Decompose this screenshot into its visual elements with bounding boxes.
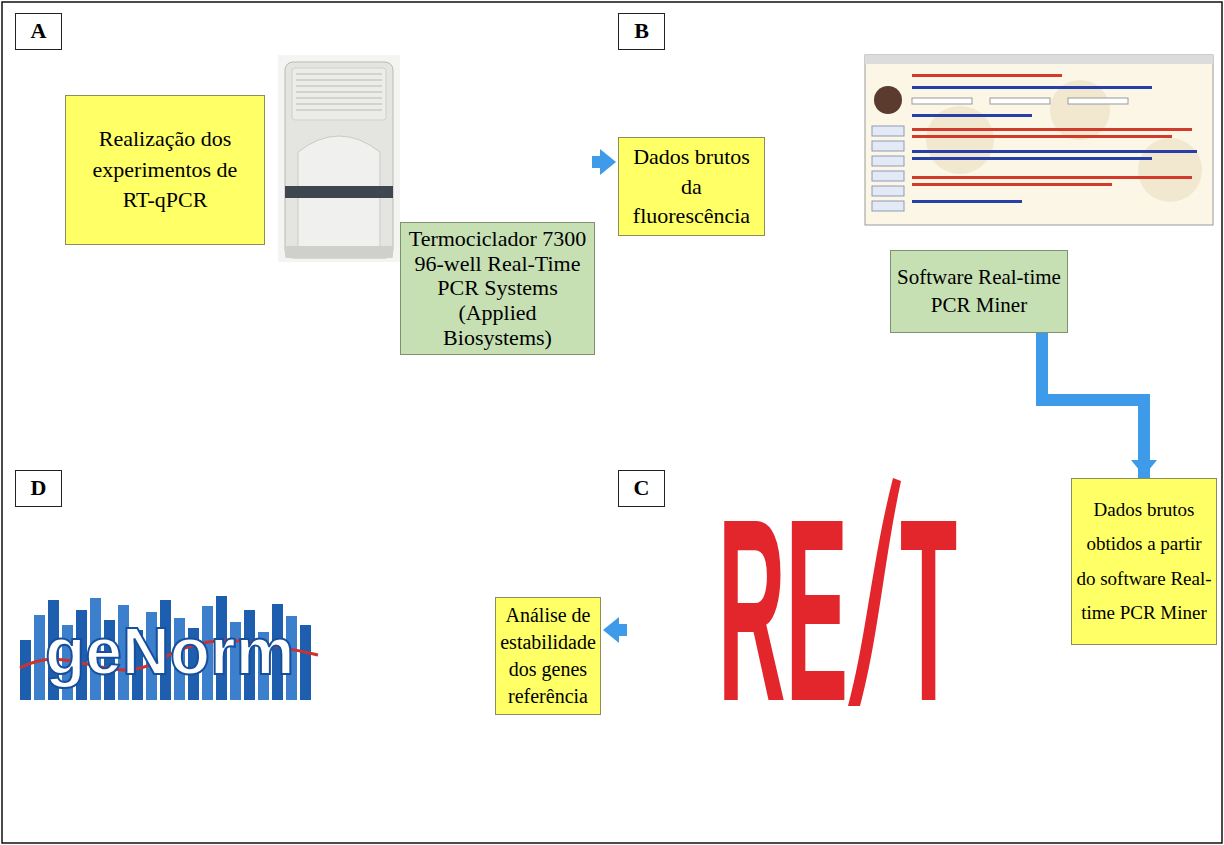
node-text: Termociclador 7300 96-well Real-Time PCR… — [405, 227, 590, 350]
screenshot-line — [912, 150, 1197, 153]
screenshot-button — [872, 141, 904, 151]
screenshot-button — [872, 171, 904, 181]
screenshot-line — [912, 176, 1192, 179]
software-box: Software Real-time PCR Miner — [890, 250, 1068, 333]
screenshot-button — [872, 126, 904, 136]
photo-background — [278, 55, 400, 262]
screenshot-line — [912, 86, 1152, 89]
step-box: Realização dos experimentos de RT-qPCR — [65, 95, 265, 245]
screenshot-button — [872, 156, 904, 166]
screenshot-window — [865, 55, 1213, 225]
logo-text: geNorm — [45, 618, 294, 684]
logo-bar — [300, 625, 311, 700]
logo-text: RE — [718, 480, 848, 740]
flow-arrow — [265, 156, 618, 168]
node-text: Dados brutos da fluorescência — [627, 142, 756, 231]
node-text: D — [18, 475, 59, 501]
screenshot-line — [912, 183, 1112, 186]
node-text: Análise de estabilidade dos genes referê… — [499, 602, 597, 710]
panel-letter: B — [618, 13, 665, 50]
step-box: Dados brutos da fluorescência — [618, 137, 765, 236]
logo-bar — [34, 615, 45, 700]
screenshot-line — [912, 74, 1062, 77]
step-box: Análise de estabilidade dos genes referê… — [495, 597, 601, 715]
node-text: Dados brutos obtidos a partir do softwar… — [1075, 493, 1213, 630]
device-band — [285, 186, 393, 198]
screenshot-line — [912, 114, 1032, 117]
software-screenshot — [865, 55, 1213, 225]
screenshot-line — [912, 200, 1022, 203]
screenshot-button — [872, 186, 904, 196]
thermocycler-photo — [278, 55, 400, 262]
logo-text: T — [900, 480, 957, 740]
flow-arrow — [1042, 333, 1144, 478]
genorm-logo — [20, 596, 318, 700]
step-box: Dados brutos obtidos a partir do softwar… — [1071, 478, 1217, 645]
node-text: Realização dos experimentos de RT-qPCR — [84, 124, 246, 216]
node-text: C — [621, 475, 662, 501]
screenshot-input — [1068, 98, 1128, 104]
device-base — [285, 246, 393, 258]
screenshot-line — [912, 135, 1172, 138]
panel-letter: D — [15, 470, 62, 507]
screenshot-input — [990, 98, 1050, 104]
node-text: A — [18, 18, 59, 44]
screenshot-avatar — [874, 86, 902, 114]
panel-letter: A — [15, 13, 62, 50]
node-text: B — [621, 18, 662, 44]
screenshot-line — [912, 128, 1192, 131]
logo-swoosh — [848, 478, 901, 706]
rest-logo — [848, 478, 901, 706]
screenshot-button — [872, 201, 904, 211]
equipment-box: Termociclador 7300 96-well Real-Time PCR… — [400, 222, 595, 355]
logo-bar — [20, 640, 31, 700]
screenshot-pattern — [1138, 138, 1202, 202]
device-vent — [296, 74, 382, 110]
screenshot-input — [912, 98, 972, 104]
screenshot-titlebar — [865, 55, 1213, 64]
node-text: Software Real-time PCR Miner — [895, 264, 1063, 319]
device-vent-panel — [292, 68, 386, 120]
panel-letter: C — [618, 470, 665, 507]
device-body — [285, 62, 393, 258]
screenshot-line — [912, 157, 1152, 160]
